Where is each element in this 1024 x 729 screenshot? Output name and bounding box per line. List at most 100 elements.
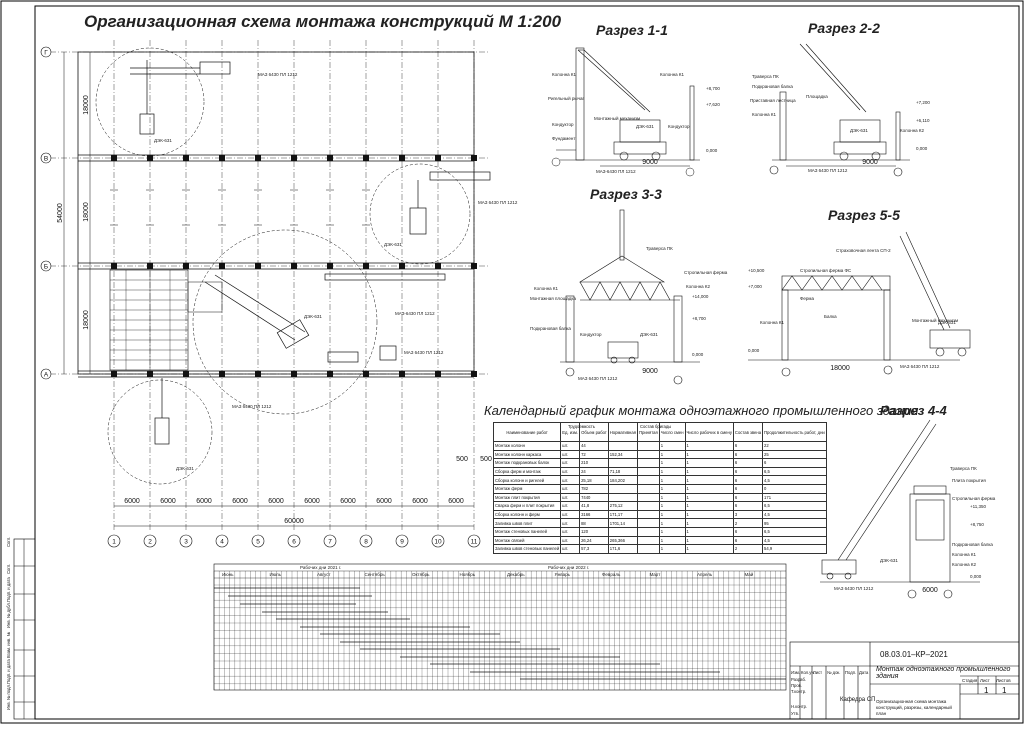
axis-letter: А [44,372,49,379]
level-mark: +7,000 [748,284,762,289]
margin-stamp-label: Подп. и дата [6,577,11,602]
section-dim: 6000 [922,587,938,594]
section-dim: 18000 [830,365,850,372]
table-cell: Монтаж подкрановых балок [492,458,562,468]
callout: Подкрановая балка [952,542,993,547]
gantt-month: Сентябрь [365,572,386,577]
gantt-month: Июль [270,572,282,577]
callout: ДЭК-631 [640,332,658,337]
level-mark: +8,700 [706,86,720,91]
table-cell: 6 [732,526,764,537]
callout: Ригельный рычаг [548,95,584,101]
table-cell [636,535,660,546]
sheet-number: 1 [984,686,989,695]
callout: МАЗ 6430 ПЛ 1212 [808,168,848,173]
callout: МАЗ-6430 ПЛ 1212 [596,169,636,174]
table-cell: 57,3 [579,544,609,554]
site-plan [50,40,491,530]
table-cell: 71,18 [607,466,638,477]
crane-label: МАЗ-6430 ПЛ 1212 [395,311,435,316]
table-cell: 22 [762,441,827,451]
dim-span: 6000 [304,498,320,505]
callout: Кондуктор [580,332,602,337]
callout: МАЗ 6430 ПЛ 1212 [578,376,618,381]
sheet-name: Организационная схема монтажа конструкци… [876,699,952,716]
sheets-header: Листов [996,678,1011,683]
axis-number: 7 [328,539,332,546]
table-cell: шт. [560,492,581,503]
stamp-role: Утв. [791,711,799,716]
table-cell: 1 [684,492,734,503]
callout: Подкрановая балка [752,84,793,89]
callout: Колонна К1 [552,72,577,77]
margin-stamp-label: Согл. [6,536,11,547]
axis-number: 3 [184,539,188,546]
dim-span: 6000 [340,498,356,505]
table-cell: 1 [658,544,686,554]
column-header: Состав звена [732,422,764,442]
table-cell: 0 [762,483,827,494]
table-cell: Сварка ферм и плит покрытия [492,501,562,511]
table-cell: 44 [579,441,609,451]
table-cell: 26,24 [579,535,609,546]
level-mark: +14,000 [692,294,709,299]
dim-offset: 500 [456,456,468,463]
table-cell: 152,34 [607,449,638,460]
callout: Монтажный механизм [912,317,958,323]
level-mark: 0,000 [916,146,928,151]
table-cell: 6 [732,483,764,494]
table-cell: шт. [560,449,581,460]
dim-total-y: 54000 [57,203,64,223]
gantt-month: Январь [555,572,571,577]
column-header: Продолжительность работ, дни [762,422,827,442]
callout: Стропильная ферма ФС [800,268,852,273]
table-cell: 1 [684,475,734,485]
sheet-header: Лист [980,678,990,683]
table-cell: шт. [560,483,581,494]
table-cell: шт. [560,475,581,485]
table-cell: 1 [658,458,686,468]
callout: Колонна К1 [952,552,977,557]
table-cell: Заливка швов плит [492,518,562,528]
axis-letter: В [44,156,48,163]
callout: Траверса ПК [646,246,673,251]
gantt-month: Февраль [602,572,621,577]
axis-number: 6 [292,539,296,546]
callout: Стропильная ферма [952,496,996,501]
section-title-1-1: Разрез 1-1 [596,22,668,38]
calendar-title: Календарный график монтажа одноэтажного … [484,403,919,418]
section-dim: 9000 [642,368,658,375]
axis-number: 8 [364,539,368,546]
title-block: 08.03.01–КР–2021 Монтаж одноэтажного про… [790,642,1018,718]
table-cell: 6 [732,441,764,451]
table-cell: 1 [684,535,734,546]
table-cell [636,492,660,503]
callout: Плита покрытия [952,478,986,483]
table-cell: 24 [579,466,609,477]
table-cell: 88 [579,518,609,528]
section-title-2-2: Разрез 2-2 [808,20,880,36]
table-cell: шт. [560,544,581,554]
callout: ДЭК-631 [880,558,898,563]
table-cell: Монтаж колонн каркаса [492,449,562,460]
department: Кафедра СП [840,697,876,703]
table-cell: 1 [684,441,734,451]
table-cell: 1 [658,483,686,494]
level-mark: +7,200 [916,100,930,105]
dim-span: 6000 [124,498,140,505]
axis-number: 2 [148,539,152,546]
table-cell: шт. [560,535,581,546]
dim-offset: 500 [480,456,492,463]
table-cell: 3166 [579,509,609,520]
table-cell: 1 [658,466,686,477]
dim-span: 6000 [196,498,212,505]
table-cell [607,483,638,494]
table-cell: 3 [732,509,764,520]
title-block-frame [789,641,1020,720]
gantt-month: Июнь [222,572,234,577]
table-cell [636,526,660,537]
